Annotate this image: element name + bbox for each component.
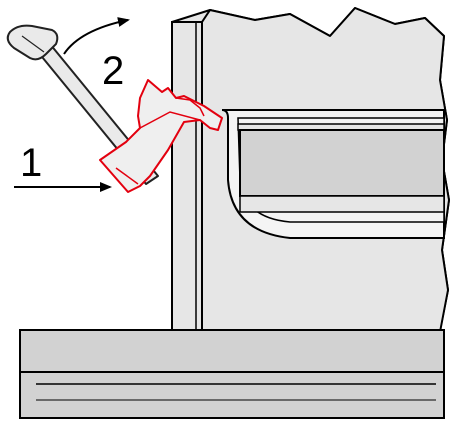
base-top <box>19 329 445 373</box>
clip-body <box>99 79 223 193</box>
step-2-label: 2 <box>102 49 124 93</box>
rail-lower-strip <box>239 195 445 213</box>
base-bottom <box>19 371 445 419</box>
step-2-indicator: 2 <box>63 17 130 93</box>
channel <box>221 109 445 239</box>
rail-body <box>239 129 445 197</box>
mounting-clip-icon <box>99 79 223 193</box>
front-plate <box>171 21 203 333</box>
curved-arrow-icon <box>63 17 130 55</box>
base-ledge <box>19 329 445 419</box>
screwdriver-handle-ridge <box>21 35 45 53</box>
clip-foot-detail <box>115 167 139 185</box>
screwdriver-handle <box>6 24 59 61</box>
step-1-label: 1 <box>20 141 42 185</box>
clip-inner-line <box>139 111 201 129</box>
step-1-indicator: 1 <box>14 141 112 192</box>
clip-hook-detail <box>175 97 205 117</box>
